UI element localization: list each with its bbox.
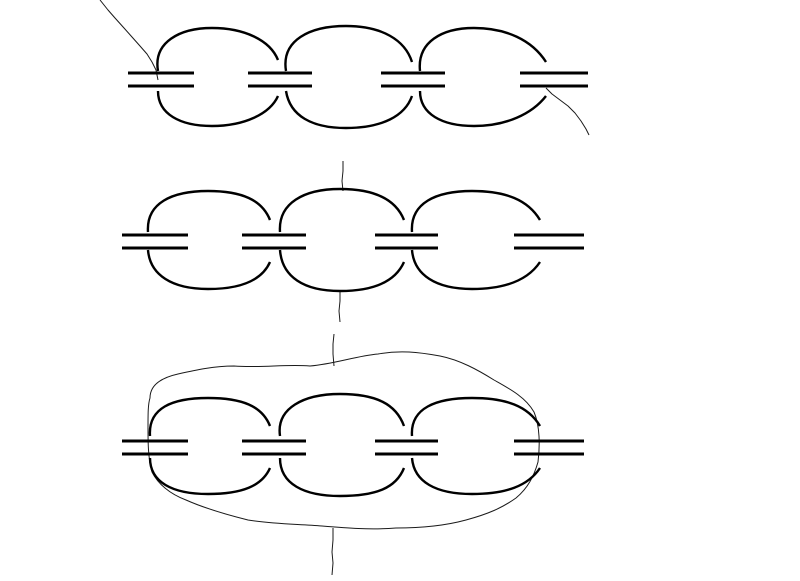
bottom-link-1 xyxy=(148,396,272,496)
bottom-vertical-line-bottom xyxy=(331,528,334,576)
middle-vertical-line-top xyxy=(341,161,344,192)
middle-link-2 xyxy=(278,187,406,293)
top-link-3 xyxy=(418,26,548,128)
chain-middle xyxy=(122,161,584,323)
bottom-link-3 xyxy=(410,396,542,496)
top-diagonal-line-right xyxy=(545,87,590,136)
chain-bottom xyxy=(122,333,584,576)
bottom-link-2 xyxy=(278,392,406,498)
middle-link-3 xyxy=(410,189,542,291)
middle-vertical-line-bottom xyxy=(338,291,341,323)
bottom-vertical-line-top xyxy=(332,333,335,367)
chain-top xyxy=(99,0,590,136)
top-diagonal-line-left xyxy=(99,0,159,81)
top-link-2 xyxy=(284,24,414,130)
middle-link-1 xyxy=(146,189,272,291)
top-link-1 xyxy=(156,26,280,128)
bottom-freehand-outline xyxy=(147,351,540,530)
